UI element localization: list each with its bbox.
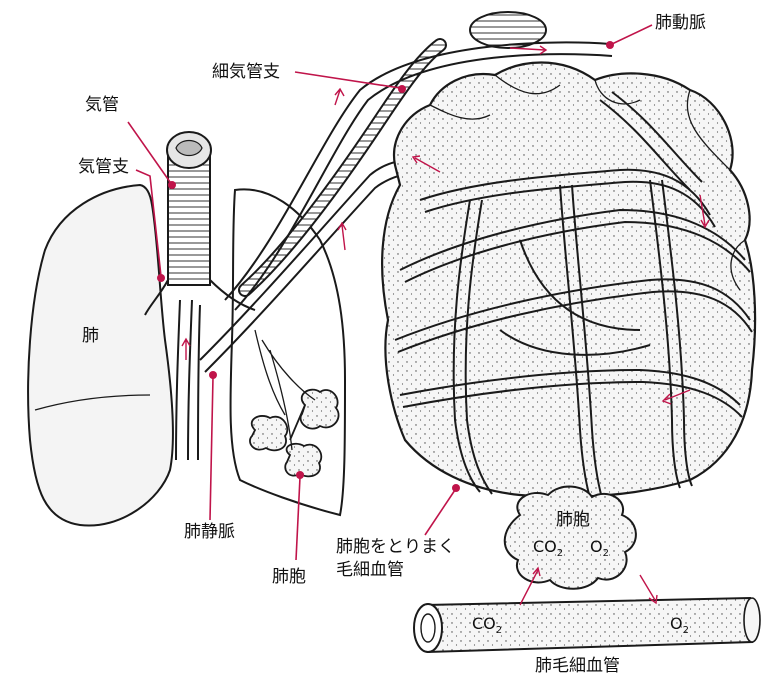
co2-bottom-text: CO <box>472 614 496 633</box>
label-trachea: 気管 <box>85 95 119 115</box>
o2-bottom-text: O <box>670 614 683 633</box>
co2-top-text: CO <box>533 537 557 556</box>
label-co2-top: CO2 <box>533 537 563 560</box>
label-bronchus: 気管支 <box>78 157 129 177</box>
label-o2-top: O2 <box>590 537 609 560</box>
label-capillaries-around-line1: 肺胞をとりまく <box>336 537 455 557</box>
label-o2-bottom: O2 <box>670 614 689 637</box>
capillary-tube-lumen <box>421 614 435 642</box>
label-pulmonary-artery: 肺動脈 <box>655 13 706 33</box>
label-pulmonary-vein: 肺静脈 <box>184 522 235 542</box>
o2-top-text: O <box>590 537 603 556</box>
label-bronchiole: 細気管支 <box>212 62 280 82</box>
lung-left-shape <box>28 185 173 526</box>
co2-top-sub: 2 <box>557 548 563 559</box>
o2-arrow <box>640 575 657 603</box>
o2-top-sub: 2 <box>603 548 609 559</box>
alveolus-clusters <box>250 390 339 477</box>
co2-bottom-sub: 2 <box>496 625 502 636</box>
label-co2-bottom: CO2 <box>472 614 502 637</box>
capillary-tube-far <box>744 598 760 642</box>
label-alveolus-right: 肺胞 <box>556 510 590 530</box>
vessel-down-1 <box>176 300 180 460</box>
o2-bottom-sub: 2 <box>683 625 689 636</box>
label-alveolus-left: 肺胞 <box>272 567 306 587</box>
trachea-lumen <box>176 141 202 156</box>
vessel-down-2 <box>188 300 192 460</box>
label-capillary: 肺毛細血管 <box>535 656 620 676</box>
vessel-down-3 <box>198 305 200 460</box>
label-lung: 肺 <box>82 326 99 346</box>
trachea-shape <box>168 150 210 285</box>
small-alveolus <box>505 487 636 589</box>
label-capillaries-around-line2: 毛細血管 <box>336 560 404 580</box>
